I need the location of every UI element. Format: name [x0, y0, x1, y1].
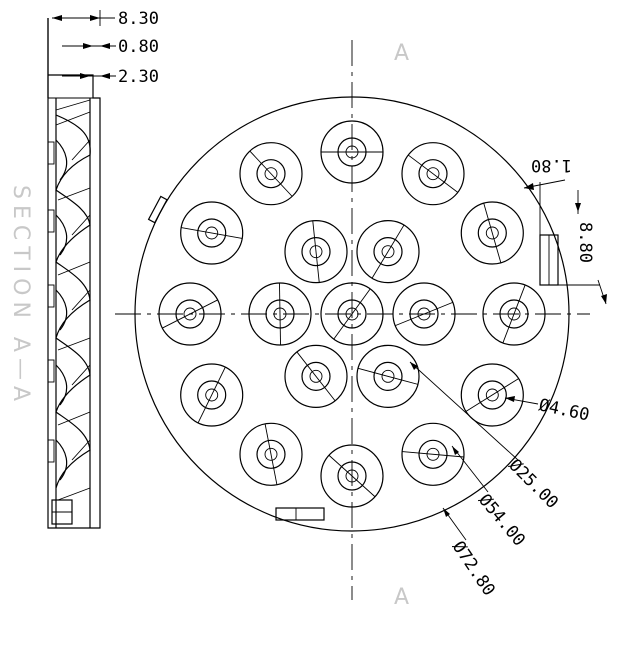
section-view [47, 18, 101, 529]
lens [284, 344, 348, 408]
lens [482, 282, 546, 346]
lens [284, 220, 348, 284]
lens [460, 363, 524, 427]
plan-view [115, 40, 590, 600]
lens [401, 142, 465, 206]
lens [239, 422, 303, 486]
dim-lens-dia: Ø25.00 [504, 455, 562, 513]
lens [401, 422, 465, 486]
outer-circle [134, 96, 570, 532]
lens [320, 282, 384, 346]
dim-step-small: 0.80 [118, 37, 159, 57]
lens [180, 201, 244, 265]
lens [460, 201, 524, 265]
lens [320, 444, 384, 508]
lens [239, 142, 303, 206]
dim-circle-inner-dia: Ø54.00 [474, 490, 529, 550]
dim-outer-dia: Ø72.80 [448, 538, 499, 600]
lens [248, 282, 312, 346]
section-dimensions [52, 10, 116, 79]
lens [356, 344, 420, 408]
lens [158, 282, 222, 346]
dim-hole-dia: Ø4.60 [537, 395, 591, 425]
bottom-tab [275, 507, 325, 521]
section-marker-bottom: A [394, 585, 415, 610]
dim-slot-width: 1.80 [531, 155, 572, 175]
section-marker-top: A [394, 41, 415, 66]
plan-dimensions [409, 179, 607, 541]
lens [392, 282, 456, 346]
lens [320, 120, 384, 184]
dim-thickness-total: 8.30 [118, 9, 159, 29]
section-label: SECTION A—A [8, 185, 33, 407]
lens [180, 363, 244, 427]
dim-slot-length: 8.80 [575, 222, 595, 263]
dim-step-mid: 2.30 [118, 67, 159, 87]
lens [356, 220, 420, 284]
